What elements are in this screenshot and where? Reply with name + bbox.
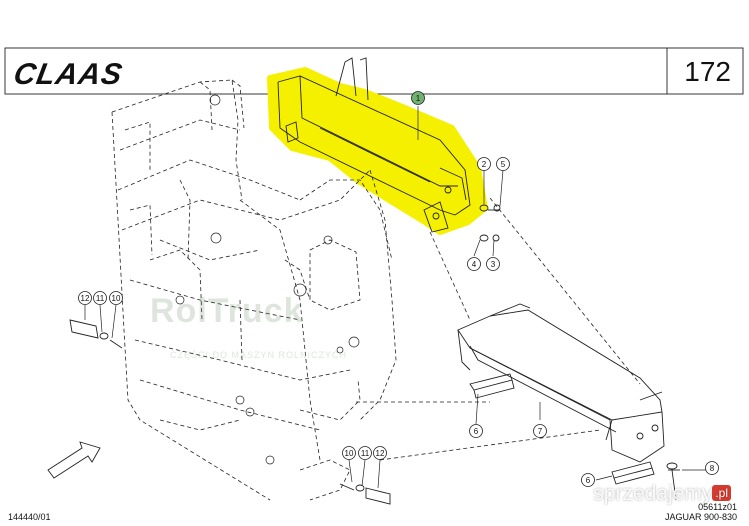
clamp-part-6-upper <box>469 373 515 399</box>
svg-text:11: 11 <box>361 449 370 458</box>
support-bracket-part-7 <box>457 303 665 463</box>
callout-1: 1 <box>411 91 425 105</box>
page-number: 172 <box>684 56 731 87</box>
watermark-tagline: CZĘŚCI DO MASZYN ROLNICZYCH <box>170 350 348 360</box>
callout-11-bottom: 11 <box>358 446 372 460</box>
callout-11-left: 11 <box>93 291 107 305</box>
svg-text:5: 5 <box>501 160 506 169</box>
chassis-frame-dashed <box>111 79 397 501</box>
svg-text:10: 10 <box>112 294 121 303</box>
drawing-number: 144440/01 <box>8 512 51 522</box>
header-frame <box>4 47 744 95</box>
bolt-part-8 <box>666 462 680 501</box>
callout-7: 7 <box>533 424 547 438</box>
svg-text:10: 10 <box>345 449 354 458</box>
svg-text:7: 7 <box>538 427 543 436</box>
svg-text:1: 1 <box>416 94 421 103</box>
direction-arrow <box>47 441 101 479</box>
footer-right: 05611z01 JAGUAR 900-830 <box>665 502 737 522</box>
pin-assembly-bottom <box>339 483 391 505</box>
pin-assembly-left <box>69 319 123 349</box>
svg-text:3: 3 <box>491 260 496 269</box>
svg-text:6: 6 <box>474 427 479 436</box>
highlighted-beam-part-1 <box>267 67 488 235</box>
svg-text:12: 12 <box>376 449 385 458</box>
svg-text:4: 4 <box>472 260 477 269</box>
callout-5: 5 <box>496 157 510 171</box>
figure-code: 05611z01 <box>698 502 737 512</box>
clamp-part-6-lower <box>611 461 655 485</box>
site-badge-name: sprzedajemy <box>593 482 713 505</box>
exploded-view-guides <box>356 197 641 461</box>
chassis-holes <box>175 94 360 465</box>
svg-text:12: 12 <box>81 294 90 303</box>
callout-12-left: 12 <box>78 291 92 305</box>
svg-text:11: 11 <box>96 294 105 303</box>
beam-outline <box>277 57 471 233</box>
site-badge-tld: .pl <box>712 485 731 501</box>
callout-leaders <box>84 106 706 489</box>
callout-8: 8 <box>705 461 719 475</box>
callout-10-bottom: 10 <box>342 446 356 460</box>
callout-10-left: 10 <box>109 291 123 305</box>
callout-2: 2 <box>477 157 491 171</box>
callout-6-upper: 6 <box>469 424 483 438</box>
site-badge: sprzedajemy.pl <box>593 482 731 506</box>
callout-3: 3 <box>486 257 500 271</box>
callout-6-lower: 6 <box>581 473 595 487</box>
svg-text:6: 6 <box>586 476 591 485</box>
watermark-logo: RolTruck <box>150 292 304 330</box>
bolts-parts-2-5 <box>479 204 501 242</box>
model-label: JAGUAR 900-830 <box>664 512 737 522</box>
svg-text:2: 2 <box>482 160 487 169</box>
callout-4: 4 <box>467 257 481 271</box>
callout-12-bottom: 12 <box>373 446 387 460</box>
svg-text:8: 8 <box>710 464 715 473</box>
